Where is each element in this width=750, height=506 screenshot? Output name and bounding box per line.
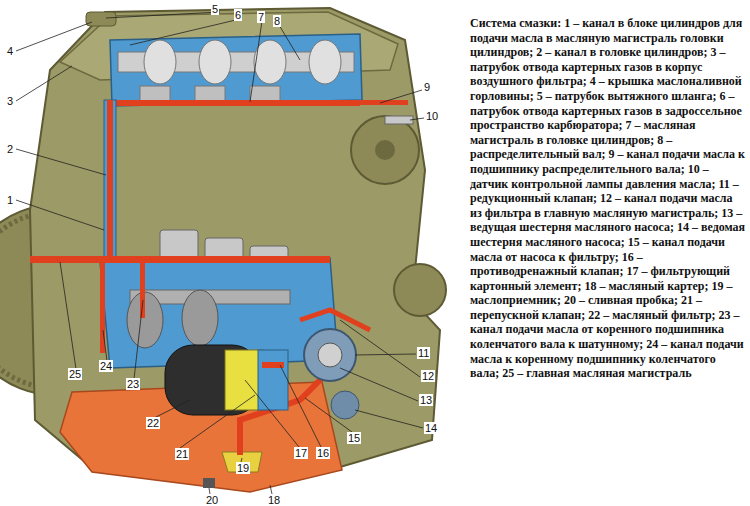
legend-caption: Система смазки: 1 – канал в блоке цилинд… [470,16,746,381]
callout-number: 4 [6,45,14,57]
callout-number: 20 [205,494,219,506]
callout-number: 2 [6,143,14,155]
callout-number: 9 [423,81,431,93]
callout-number: 5 [211,3,219,15]
callout-number: 15 [347,432,361,444]
callout-number: 11 [417,347,430,359]
callout-number: 18 [267,494,281,506]
callout-number: 12 [421,370,435,382]
callout-number: 21 [175,448,189,460]
callout-number: 17 [294,447,308,459]
callout-number: 3 [6,95,14,107]
callout-number: 14 [424,422,438,434]
callout-number: 6 [234,9,242,21]
callout-number: 10 [425,110,439,122]
callout-number: 13 [419,394,433,406]
callout-number: 24 [99,360,113,372]
callout-number: 25 [68,368,82,380]
callout-number: 8 [273,15,281,27]
callout-number: 16 [316,447,330,459]
callout-number: 23 [126,378,140,390]
callout-number: 7 [257,11,265,23]
callout-number: 19 [236,462,250,474]
callout-number: 1 [6,194,14,206]
callout-number: 22 [146,417,160,429]
